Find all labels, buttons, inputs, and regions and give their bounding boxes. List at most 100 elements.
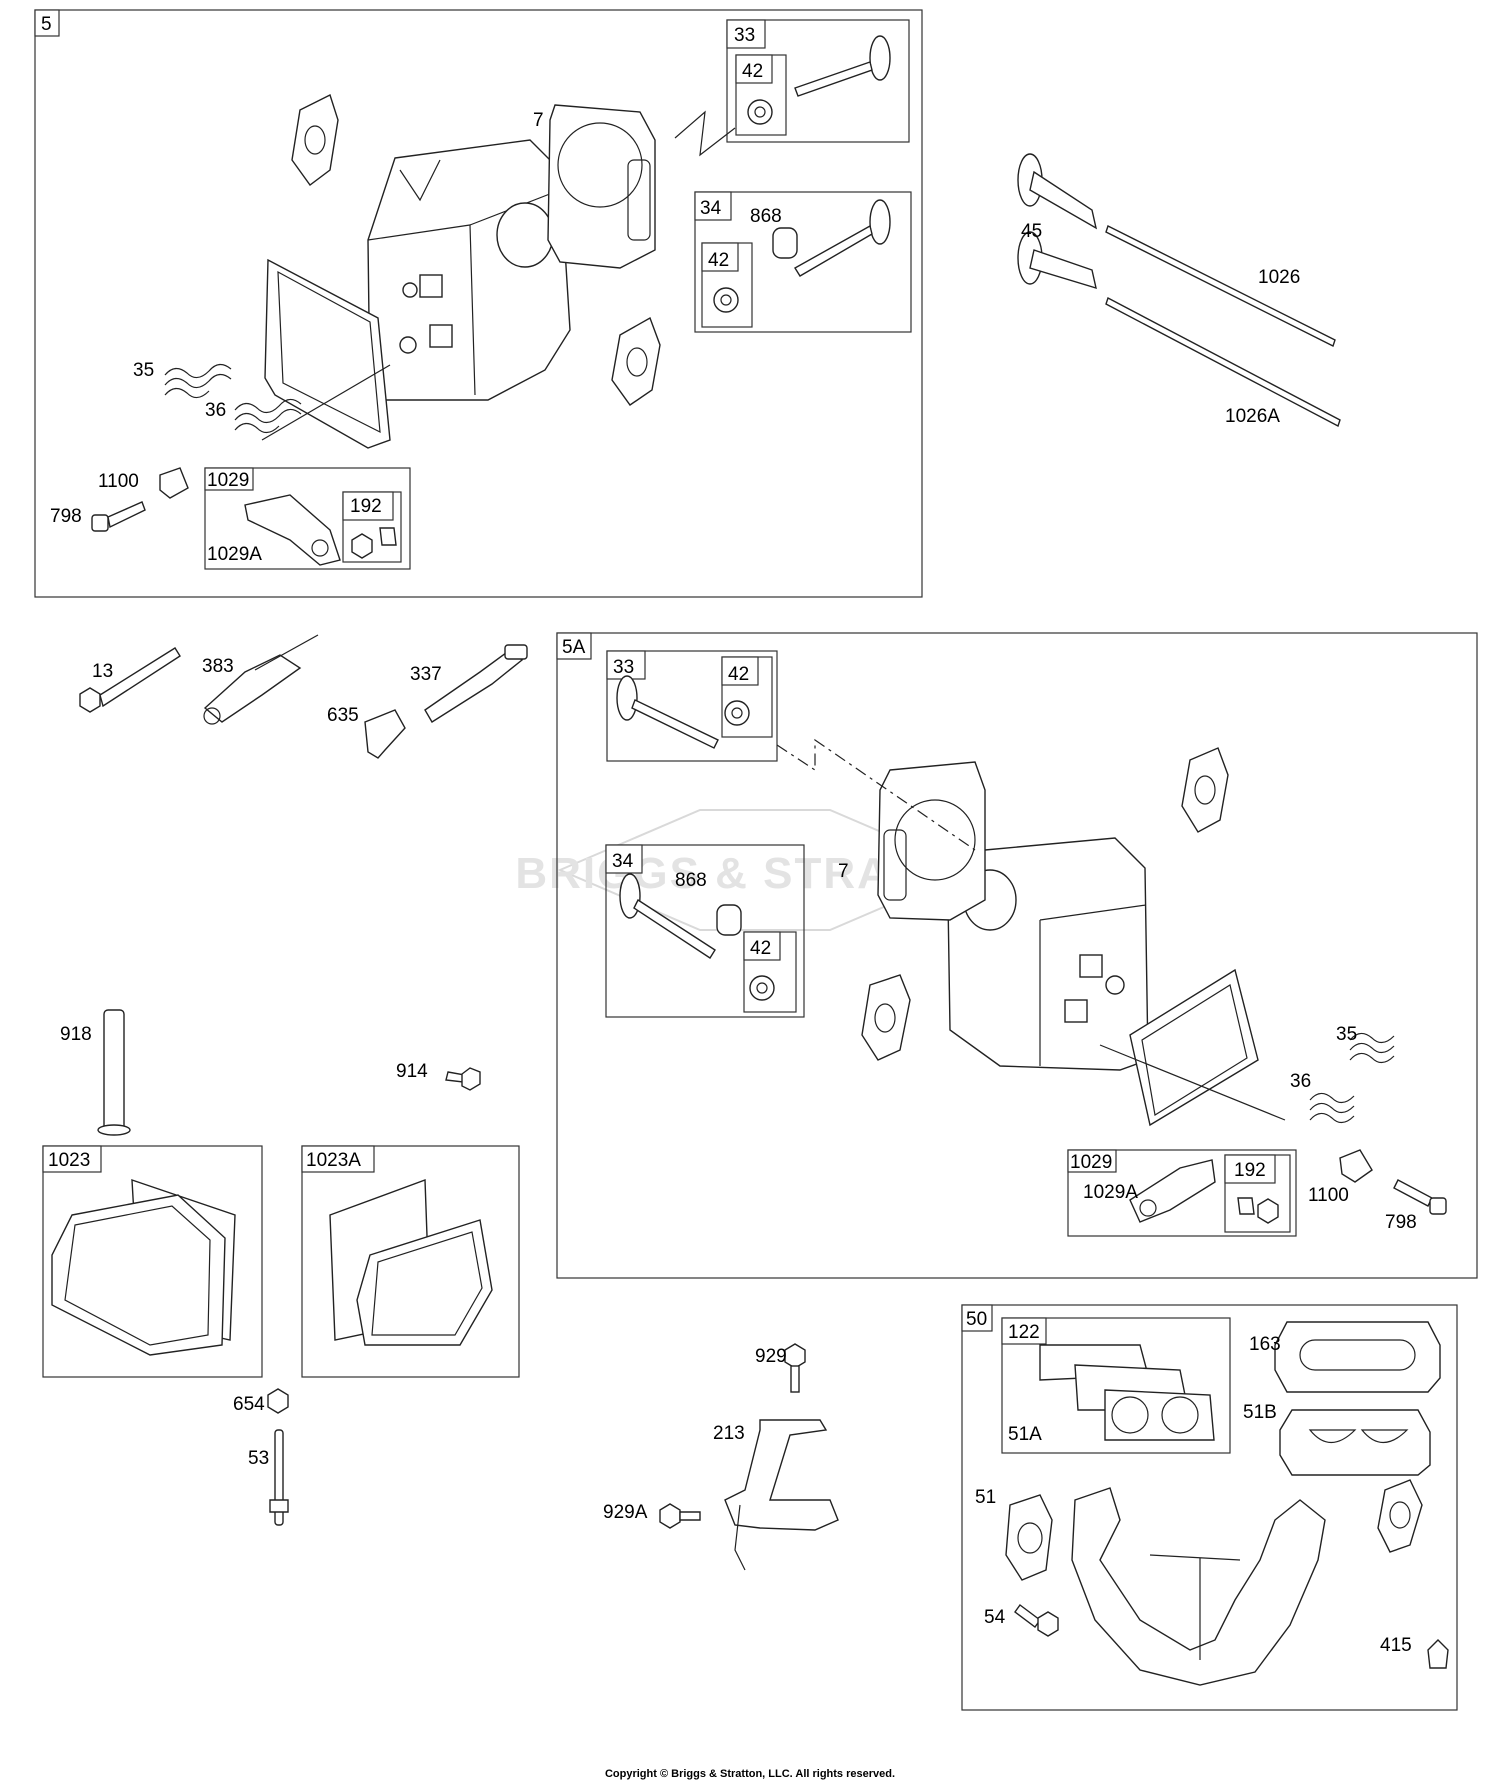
label-798-lower: 798 — [1385, 1212, 1417, 1233]
label-1029A-lower: 1029A — [1083, 1182, 1138, 1203]
screw-54 — [1014, 1604, 1059, 1637]
screw-929A — [659, 1503, 701, 1529]
label-7-top: 7 — [533, 110, 544, 131]
gasket-set-122 — [1039, 1344, 1215, 1441]
gasket-163 — [1274, 1321, 1441, 1393]
label-654: 654 — [233, 1394, 265, 1415]
guide-868-top — [772, 227, 798, 259]
label-415: 415 — [1380, 1635, 1412, 1656]
label-51B: 51B — [1243, 1402, 1277, 1423]
group-box-34-top — [694, 191, 912, 333]
exhaust-gasket-top-a — [291, 94, 339, 186]
label-36-top: 36 — [205, 400, 226, 421]
label-929A: 929A — [603, 1502, 648, 1523]
label-7-lower: 7 — [838, 861, 849, 882]
exhaust-gasket-lower-b — [861, 974, 911, 1061]
label-383: 383 — [202, 656, 234, 677]
screw-914 — [445, 1067, 481, 1091]
group-tag-5A: 5A — [562, 637, 586, 658]
svg-text:1023: 1023 — [48, 1150, 90, 1171]
svg-text:1029: 1029 — [1070, 1152, 1112, 1173]
guide-868-lower — [716, 904, 742, 936]
keeper-42-top-a — [747, 99, 773, 125]
spring-36-top — [234, 398, 302, 434]
label-337: 337 — [410, 664, 442, 685]
label-918: 918 — [60, 1024, 92, 1045]
label-54: 54 — [984, 1607, 1006, 1628]
cylinder-head-top — [367, 139, 571, 401]
svg-text:1029: 1029 — [207, 470, 249, 491]
label-635: 635 — [327, 705, 359, 726]
keeper-42-lower-b — [749, 975, 775, 1001]
nut-screw-192-lower — [1237, 1197, 1279, 1224]
fitting-415 — [1427, 1639, 1449, 1669]
bolt-798-top — [91, 501, 146, 532]
exhaust-manifold — [1071, 1487, 1326, 1686]
label-1026A: 1026A — [1225, 406, 1280, 427]
label-51: 51 — [975, 1487, 996, 1508]
label-1100-lower: 1100 — [1308, 1185, 1349, 1206]
rocker-arm-1029A-lower — [1129, 1159, 1216, 1223]
label-13: 13 — [92, 661, 113, 682]
svg-text:42: 42 — [708, 250, 729, 271]
head-gasket-top — [547, 104, 656, 269]
bolt-798-lower — [1393, 1179, 1447, 1215]
group-box-1029-top — [204, 467, 411, 570]
push-rod-1026 — [1105, 225, 1336, 347]
label-51A: 51A — [1008, 1424, 1042, 1445]
label-914: 914 — [396, 1061, 428, 1082]
group-box-34-lower — [605, 844, 805, 1018]
lifter-45-a — [1017, 153, 1098, 230]
part-drawings — [51, 35, 1449, 1686]
svg-text:122: 122 — [1008, 1322, 1040, 1343]
svg-text:1023A: 1023A — [306, 1150, 361, 1171]
leader-line-valve-top — [674, 110, 736, 157]
gasket-51B — [1279, 1409, 1431, 1476]
copyright-text: Copyright © Briggs & Stratton, LLC. All … — [605, 1768, 895, 1780]
head-gasket-lower — [877, 761, 986, 921]
part-labels: 7 868 35 36 1100 798 1029A 45 1026 1026A… — [50, 110, 1417, 1656]
group-box-33-lower — [606, 650, 778, 762]
breather-tube-383 — [203, 634, 319, 725]
bolt-13 — [79, 647, 181, 713]
label-868-lower: 868 — [675, 870, 707, 891]
label-45: 45 — [1021, 221, 1042, 242]
label-1029A-top: 1029A — [207, 544, 262, 565]
stud-53 — [269, 1429, 289, 1526]
leader-line-valve-lower — [776, 738, 976, 851]
group-box-1023 — [42, 1145, 263, 1378]
svg-text:33: 33 — [613, 657, 634, 678]
group-tag-5: 5 — [41, 14, 52, 35]
valve-cover-1023A — [329, 1179, 493, 1346]
nut-screw-192-top — [351, 527, 397, 559]
label-929: 929 — [755, 1346, 787, 1367]
valve-34-top — [794, 199, 891, 277]
leader-line-rocker — [261, 364, 391, 441]
group-box-1029-lower — [1067, 1149, 1297, 1237]
valve-34-lower — [619, 873, 716, 959]
leader-line-rocker-lower — [1099, 1044, 1286, 1121]
spring-36-lower — [1309, 1092, 1355, 1124]
guide-1100-top — [159, 467, 189, 499]
nut-654 — [267, 1388, 289, 1414]
exhaust-gasket-top-b — [611, 316, 661, 406]
screw-929 — [784, 1343, 806, 1393]
label-35-lower: 35 — [1336, 1024, 1357, 1045]
svg-text:192: 192 — [1234, 1160, 1266, 1181]
svg-text:33: 33 — [734, 25, 755, 46]
group-boxes: 5 5A 50 33 42 34 42 1029 192 33 — [34, 9, 1478, 1711]
label-798-top: 798 — [50, 506, 82, 527]
group-box-5A — [556, 632, 1478, 1279]
tube-918 — [97, 1009, 131, 1136]
group-box-1023A — [301, 1145, 520, 1378]
rocker-cover-gasket-lower — [1129, 968, 1259, 1127]
svg-text:192: 192 — [350, 496, 382, 517]
exhaust-gasket-lower-a — [1181, 747, 1229, 833]
guide-1100-lower — [1339, 1149, 1373, 1183]
label-53: 53 — [248, 1448, 269, 1469]
gasket-51 — [1005, 1494, 1053, 1581]
label-35-top: 35 — [133, 360, 154, 381]
keeper-42-lower-a — [724, 700, 750, 726]
svg-text:34: 34 — [700, 198, 722, 219]
